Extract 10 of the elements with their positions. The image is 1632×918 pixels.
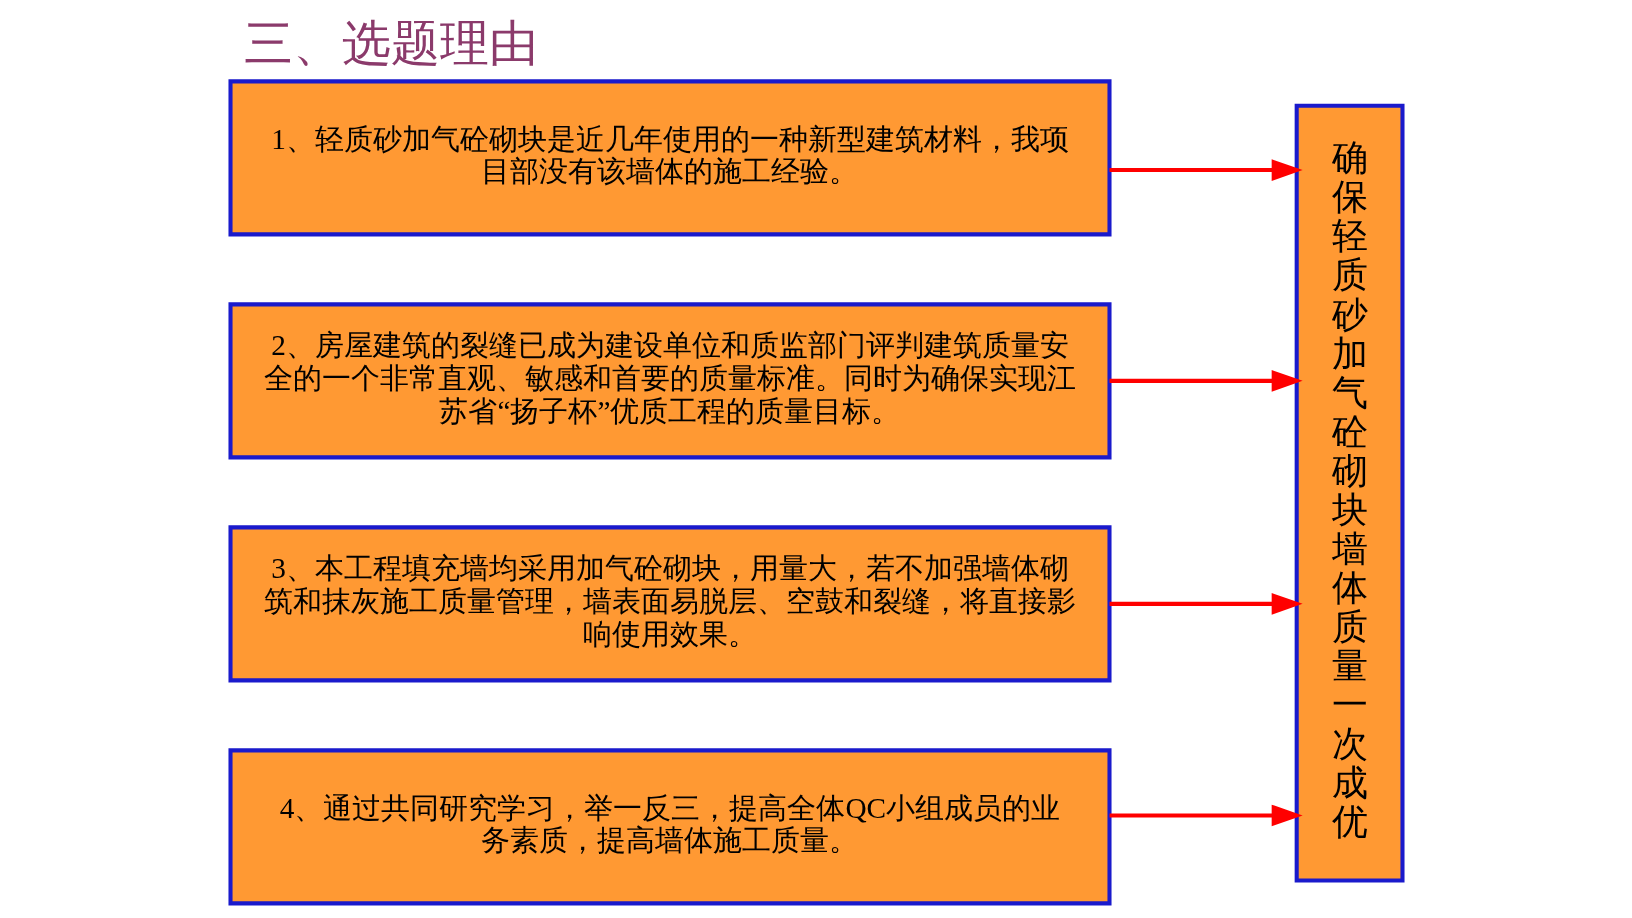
arrow [1109, 370, 1303, 392]
node-box: 3、本工程填充墙均采用加气砼砌块，用量大，若不加强墙体砌筑和抹灰施工质量管理，墙表面易脱层、空鼓和裂缝，将直接影响使用效果。 [227, 525, 1112, 683]
node-box: 2、房屋建筑的裂缝已成为建设单位和质监部门评判建筑质量安全的一个非常直观、敏感和首要的质量标准。同时为确保实现江苏省“扬子杯”优质工程的质量目标。 [227, 302, 1112, 460]
arrow [1109, 159, 1303, 181]
arrow [1109, 593, 1303, 615]
diagram-title: 三、选题理由 [243, 16, 538, 72]
arrow [1109, 804, 1303, 827]
node-box: 1、轻质砂加气砼砌块是近几年使用的一种新型建筑材料，我项目部没有该墙体的施工经验。 [227, 79, 1112, 237]
node-box: 确保轻质砂加气砼砌块墙体质量一次成优 [1294, 103, 1405, 883]
node-box: 4、通过共同研究学习，举一反三，提高全体QC小组成员的业务素质，提高墙体施工质量。 [227, 748, 1112, 906]
